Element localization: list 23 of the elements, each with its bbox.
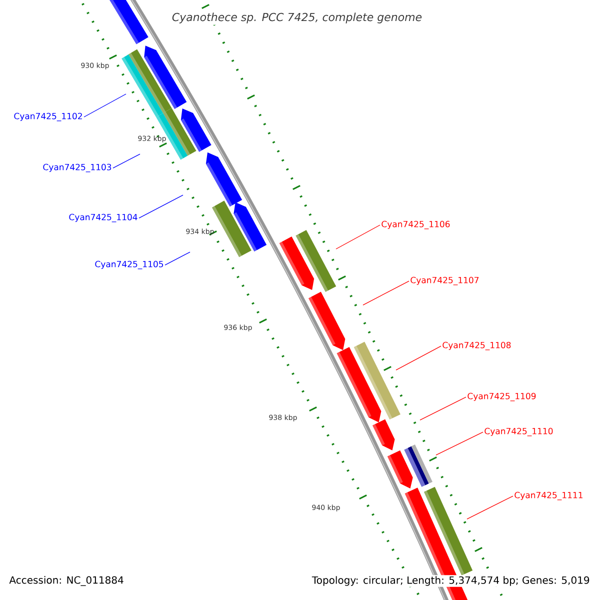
gene-label: Cyan7425_1108 [442,342,511,350]
title: Cyanothece sp. PCC 7425, complete genome [170,11,424,25]
leader-line [138,194,184,218]
leader-line [466,496,514,520]
gene-label: Cyan7425_1103 [43,164,112,172]
leader-line [112,154,140,168]
gene-label: Cyan7425_1107 [410,276,479,286]
gene-label: Cyan7425_1106 [382,220,450,230]
gene-label: Cyan7425_1102 [14,112,82,122]
leader-line [336,224,380,250]
leader-line [436,432,484,456]
leader-line [84,94,126,118]
leader-line [164,252,190,266]
leader-line [420,396,466,420]
accession-text: Accession: NC_011884 [9,576,124,586]
gene-label: Cyan7425_1110 [484,428,553,436]
leader-line [362,280,410,306]
genome-info-text: Topology: circular; Length: 5,374,574 bp; Genes: 5,019 [310,575,591,587]
gene-label: Cyan7425_1111 [514,492,582,500]
gene-label: Cyan7425_1109 [468,392,536,402]
leader-line [396,346,442,370]
gene-label: Cyan7425_1105 [95,260,164,270]
gene-label: Cyan7425_1104 [69,214,138,222]
